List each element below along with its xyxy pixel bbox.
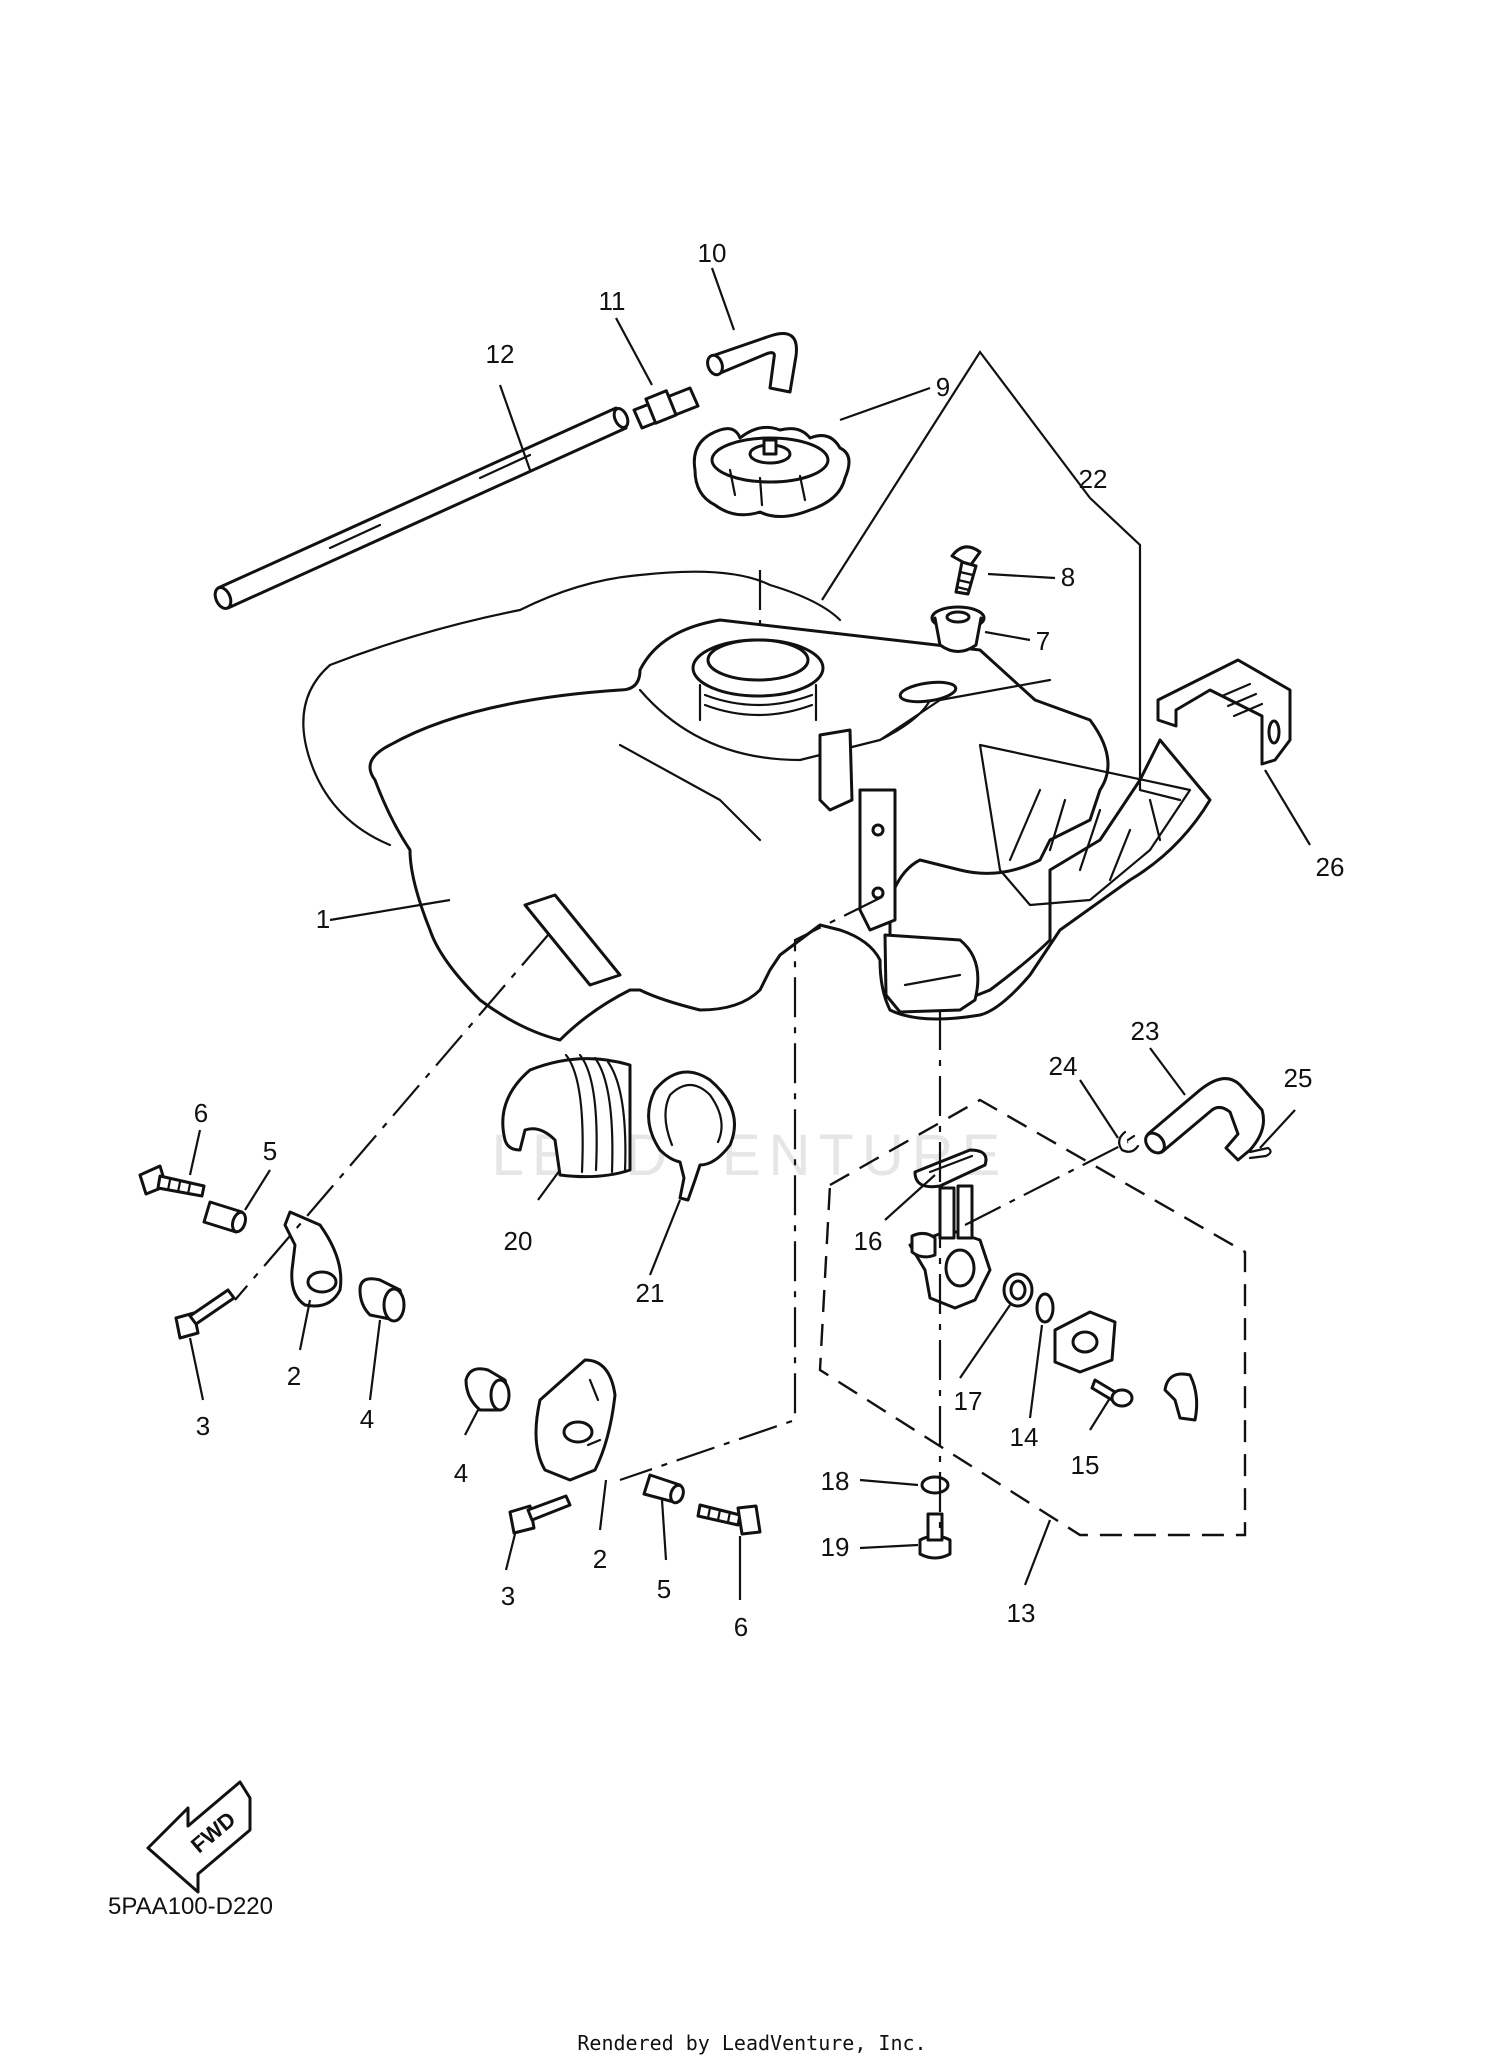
callout-20: 20 xyxy=(504,1226,533,1256)
callout-22: 22 xyxy=(1079,464,1108,494)
callout-1: 1 xyxy=(316,904,330,934)
callout-3-center: 3 xyxy=(501,1581,515,1611)
part-26-cover[interactable] xyxy=(1156,658,1292,766)
diagram-code: 5PAA100-D220 xyxy=(108,1893,273,1920)
render-credit: Rendered by LeadVenture, Inc. xyxy=(577,2031,926,2055)
callout-3-left: 3 xyxy=(196,1411,210,1441)
part-10-bent-hose[interactable] xyxy=(705,332,798,394)
callout-5-center: 5 xyxy=(657,1574,671,1604)
callout-16: 16 xyxy=(854,1226,883,1256)
callout-13: 13 xyxy=(1007,1598,1036,1628)
part-24-clip[interactable] xyxy=(1118,1130,1140,1153)
part-11-joint[interactable] xyxy=(632,386,700,430)
part-23-fuel-hose[interactable] xyxy=(1142,1077,1265,1162)
callout-21: 21 xyxy=(636,1278,665,1308)
callout-8: 8 xyxy=(1061,562,1075,592)
callout-9: 9 xyxy=(936,372,950,402)
callout-7: 7 xyxy=(1036,626,1050,656)
callout-25: 25 xyxy=(1284,1063,1313,1093)
callout-2-center: 2 xyxy=(593,1544,607,1574)
callout-17: 17 xyxy=(954,1386,983,1416)
part-13-fuel-cock-assy[interactable] xyxy=(908,1148,1199,1560)
part-20-damper[interactable] xyxy=(501,1053,632,1179)
part-7-grommet[interactable] xyxy=(930,605,986,653)
callout-labels: 1 2 2 3 3 4 4 5 5 6 6 7 8 9 10 11 12 13 … xyxy=(194,238,1345,1642)
callout-19: 19 xyxy=(821,1532,850,1562)
callout-4-center: 4 xyxy=(454,1458,468,1488)
fuel-cock-group-outline xyxy=(818,1098,1247,1537)
callout-10: 10 xyxy=(698,238,727,268)
callout-15: 15 xyxy=(1071,1450,1100,1480)
callout-2-left: 2 xyxy=(287,1361,301,1391)
assembly-lines xyxy=(234,570,1129,1530)
callout-23: 23 xyxy=(1131,1016,1160,1046)
part-8-screw[interactable] xyxy=(950,545,982,596)
part-1-fuel-tank[interactable] xyxy=(302,570,1212,1042)
left-mount-hardware[interactable] xyxy=(138,1164,406,1340)
callout-12: 12 xyxy=(486,339,515,369)
part-12-breather-hose[interactable] xyxy=(212,406,630,610)
part-21-band[interactable] xyxy=(647,1070,736,1202)
part-25-clip[interactable] xyxy=(1248,1146,1272,1160)
callout-26: 26 xyxy=(1316,852,1345,882)
callout-6-left: 6 xyxy=(194,1098,208,1128)
callout-11: 11 xyxy=(599,286,626,316)
callout-24: 24 xyxy=(1049,1051,1078,1081)
fwd-arrow-icon: FWD xyxy=(146,1780,252,1894)
callout-18: 18 xyxy=(821,1466,850,1496)
callout-6-center: 6 xyxy=(734,1612,748,1642)
callout-4-left: 4 xyxy=(360,1404,374,1434)
part-9-fuel-cap[interactable] xyxy=(692,425,851,518)
callout-14: 14 xyxy=(1010,1422,1039,1452)
callout-5-left: 5 xyxy=(263,1136,277,1166)
center-mount-hardware[interactable] xyxy=(464,1358,762,1536)
leader-lines xyxy=(188,267,1311,1600)
